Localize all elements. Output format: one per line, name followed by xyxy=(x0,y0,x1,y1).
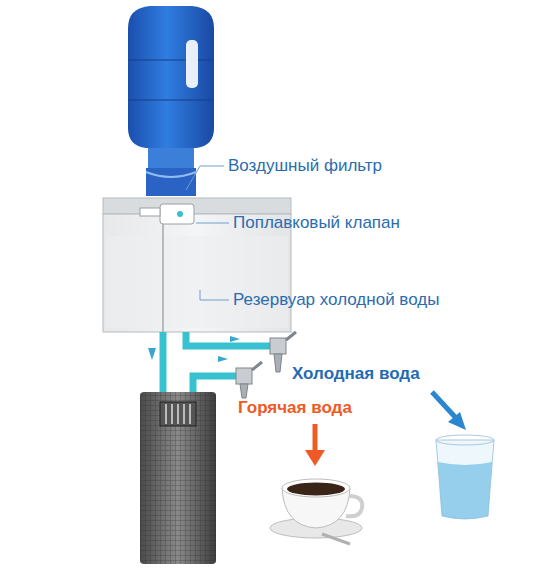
output-label: Горячая вода xyxy=(238,398,352,418)
hot-arrow xyxy=(305,424,325,466)
output-label: Холодная вода xyxy=(292,364,420,384)
water-glass xyxy=(436,435,494,519)
part-label: Воздушный фильтр xyxy=(228,156,382,176)
water-pipes xyxy=(163,332,272,398)
hot-tap xyxy=(236,362,262,398)
leader-lines xyxy=(186,166,229,300)
part-label: Поплавковый клапан xyxy=(233,213,400,233)
coffee-cup xyxy=(270,479,362,544)
water-bottle xyxy=(128,6,214,196)
flow-arrows xyxy=(148,336,240,362)
part-label: Резервуар холодной воды xyxy=(233,290,439,310)
heater-tank xyxy=(140,392,216,564)
cold-arrow xyxy=(432,392,466,430)
